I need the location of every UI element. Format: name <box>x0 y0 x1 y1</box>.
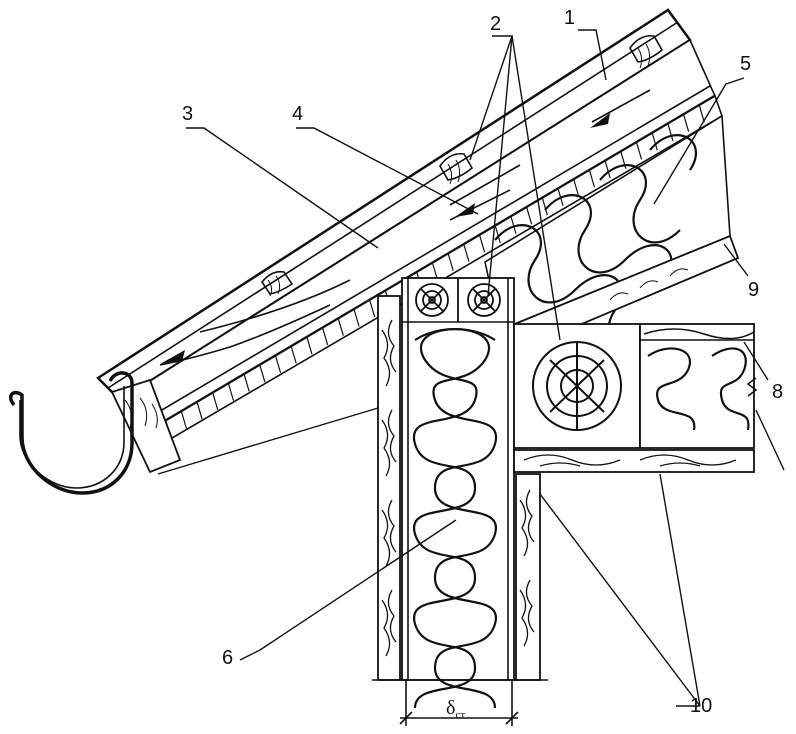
sheathing-hatch-line <box>290 346 297 364</box>
callout-10: 10 <box>690 695 712 717</box>
beam-log <box>532 341 622 431</box>
sheathing-hatch-line <box>196 401 203 420</box>
sheathing-hatch-line <box>322 327 329 346</box>
sheathing-hatch-line <box>369 299 376 318</box>
callout-5: 5 <box>740 53 751 75</box>
battens <box>261 34 664 297</box>
eave-fascia <box>110 378 182 474</box>
sheathing-hatch-line <box>683 114 690 132</box>
sheathing-hatch-line <box>526 207 533 225</box>
wall-inner-lining-texture <box>519 489 535 647</box>
wall-insulation-waves <box>412 328 498 709</box>
sheathing-hatch-line <box>479 234 486 253</box>
sheathing-hatch-line <box>353 309 360 327</box>
sheathing-hatch-line <box>494 225 501 244</box>
callout-4: 4 <box>292 103 303 125</box>
ceiling-board <box>513 449 755 473</box>
leader-lines <box>157 29 785 707</box>
sheathing-hatch-line <box>635 142 643 160</box>
wall-inner-lining <box>515 473 541 681</box>
sheathing-hatch-line <box>510 216 517 234</box>
wall-outer-cladding <box>377 295 401 681</box>
ceiling-joist-box <box>639 323 755 449</box>
sheathing-hatch-line <box>274 355 282 373</box>
sheathing-hatch-line <box>447 253 454 271</box>
sheathing-hatch-line <box>463 244 470 262</box>
callout-1: 1 <box>564 7 575 29</box>
wall <box>372 277 548 709</box>
ceiling-insulation-waves <box>647 347 750 431</box>
wall-outer-cladding-texture <box>381 319 397 657</box>
airflow-arrows <box>159 89 651 366</box>
callout-3: 3 <box>182 103 193 125</box>
sheathing-hatch-line <box>259 364 266 383</box>
sheathing-hatch-line <box>541 197 548 216</box>
sheathing-hatch-line <box>337 318 344 336</box>
sheathing-hatch-line <box>604 160 611 179</box>
sheathing-hatch-line <box>180 411 187 429</box>
sheathing-hatch-line <box>698 105 705 123</box>
sheathing-hatch-line <box>667 123 674 142</box>
gutter <box>9 371 134 495</box>
dimension-subscript: ст <box>455 709 465 721</box>
dimension-label: δст <box>446 697 465 721</box>
sheathing-hatch-line <box>227 383 235 401</box>
wall-thickness-dimension <box>399 680 519 726</box>
beam-and-ceiling <box>513 323 758 473</box>
sheathing-hatch-line <box>588 170 596 188</box>
sheathing-hatch-line <box>306 337 313 355</box>
callout-9: 9 <box>748 279 759 301</box>
callout-labels: 1 2 3 4 5 6 8 9 10 δст <box>182 7 783 721</box>
ceiling-board-texture <box>523 454 737 467</box>
top-plate-logs <box>415 278 501 322</box>
dimension-symbol: δ <box>446 697 455 719</box>
roof-assembly <box>96 8 740 474</box>
sheathing-hatch-line <box>651 132 658 151</box>
callout-8: 8 <box>772 381 783 403</box>
sheathing-hatch-line <box>573 179 580 197</box>
callout-2: 2 <box>490 13 501 35</box>
sheathing-hatch-line <box>243 374 250 392</box>
callout-6: 6 <box>222 647 233 669</box>
sheathing-hatch-line <box>212 392 219 411</box>
